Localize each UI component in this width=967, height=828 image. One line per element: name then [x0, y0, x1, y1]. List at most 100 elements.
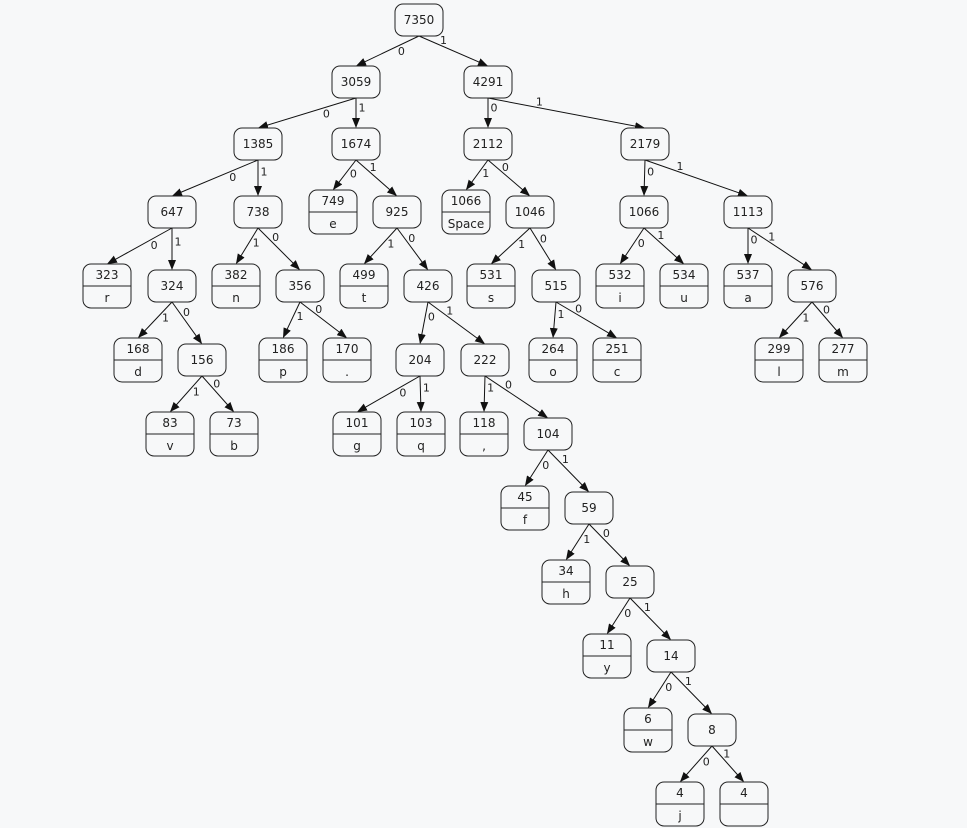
node-symbol: o: [549, 365, 556, 379]
edge-label: 0: [638, 237, 645, 250]
node-box: [460, 343, 510, 377]
edge-label: 1: [657, 229, 664, 242]
node-box: [394, 3, 444, 37]
edge-label: 0: [350, 167, 357, 180]
node-weight: 25: [622, 575, 637, 589]
leaf-node: 11y: [582, 633, 632, 679]
node-weight: 1066: [451, 194, 482, 208]
edge-label: 1: [193, 386, 200, 399]
internal-node: 2179: [620, 127, 670, 161]
node-box: [403, 269, 453, 303]
node-box: [395, 343, 445, 377]
edge-label: 1: [370, 161, 377, 174]
internal-node: 3059: [331, 65, 381, 99]
edge-arrow: [357, 375, 421, 413]
node-weight: 1046: [515, 205, 546, 219]
internal-node: 8: [687, 713, 737, 747]
edge-arrow: [236, 227, 259, 265]
node-symbol: v: [166, 439, 173, 453]
node-box: [605, 565, 655, 599]
node-box: [787, 269, 837, 303]
edge-arrow: [487, 97, 645, 131]
node-weight: 4291: [473, 75, 504, 89]
node-weight: 45: [517, 490, 532, 504]
node-symbol: j: [677, 809, 681, 823]
edge-arrow: [416, 375, 425, 413]
internal-node: 1674: [331, 127, 381, 161]
node-weight: 647: [161, 205, 184, 219]
node-weight: 34: [558, 564, 573, 578]
leaf-node: 83v: [145, 411, 195, 457]
node-box: [620, 127, 670, 161]
node-weight: 1385: [243, 137, 274, 151]
edge-arrow: [332, 159, 357, 190]
node-weight: 1066: [629, 205, 660, 219]
node-symbol: t: [362, 291, 367, 305]
node-symbol: r: [105, 291, 110, 305]
edge-arrow: [282, 301, 301, 339]
edge-arrow: [355, 159, 398, 196]
node-symbol: i: [618, 291, 621, 305]
edge-arrow: [644, 159, 748, 197]
edge-label: 0: [542, 459, 549, 472]
node-weight: 4: [740, 786, 748, 800]
node-symbol: ,: [482, 439, 486, 453]
node-symbol: h: [562, 587, 570, 601]
node-weight: 170: [336, 342, 359, 356]
edge-label: 0: [647, 166, 654, 179]
node-weight: 576: [801, 279, 824, 293]
node-box: [331, 127, 381, 161]
node-symbol: u: [680, 291, 688, 305]
node-weight: 537: [737, 268, 760, 282]
node-box: [463, 127, 513, 161]
edge-arrow: [680, 745, 713, 782]
internal-node: 25: [605, 565, 655, 599]
edge-arrow: [629, 597, 671, 640]
node-weight: 323: [96, 268, 119, 282]
internal-node: 324: [147, 269, 197, 303]
edge-label: 0: [272, 231, 279, 244]
edge-arrow: [466, 159, 489, 190]
edge-label: 0: [183, 306, 190, 319]
node-weight: 3059: [341, 75, 372, 89]
edge-arrow: [547, 449, 589, 492]
edge-label: 0: [315, 303, 322, 316]
edge-arrow: [490, 227, 531, 264]
node-weight: 168: [127, 342, 150, 356]
internal-node: 1385: [233, 127, 283, 161]
node-box: [564, 491, 614, 525]
node-symbol: e: [329, 217, 336, 231]
edge-label: 0: [540, 232, 547, 245]
edge-label: 1: [446, 305, 453, 318]
node-weight: 382: [225, 268, 248, 282]
node-box: [523, 417, 573, 451]
edge-label: 1: [253, 237, 260, 250]
node-symbol: y: [603, 661, 610, 675]
node-weight: 59: [581, 501, 596, 515]
node-weight: 324: [161, 279, 184, 293]
edge-arrow: [257, 227, 301, 271]
edge-label: 1: [676, 160, 683, 173]
edge-arrow: [427, 301, 486, 344]
node-symbol: b: [230, 439, 238, 453]
leaf-node: 34 h: [541, 559, 591, 605]
internal-node: 222: [460, 343, 510, 377]
node-box: [233, 195, 283, 229]
node-box: [687, 713, 737, 747]
edge-arrow: [363, 227, 398, 265]
node-box: [723, 195, 773, 229]
edge-arrow: [711, 745, 744, 782]
node-box: [331, 65, 381, 99]
edge-arrow: [566, 523, 590, 560]
